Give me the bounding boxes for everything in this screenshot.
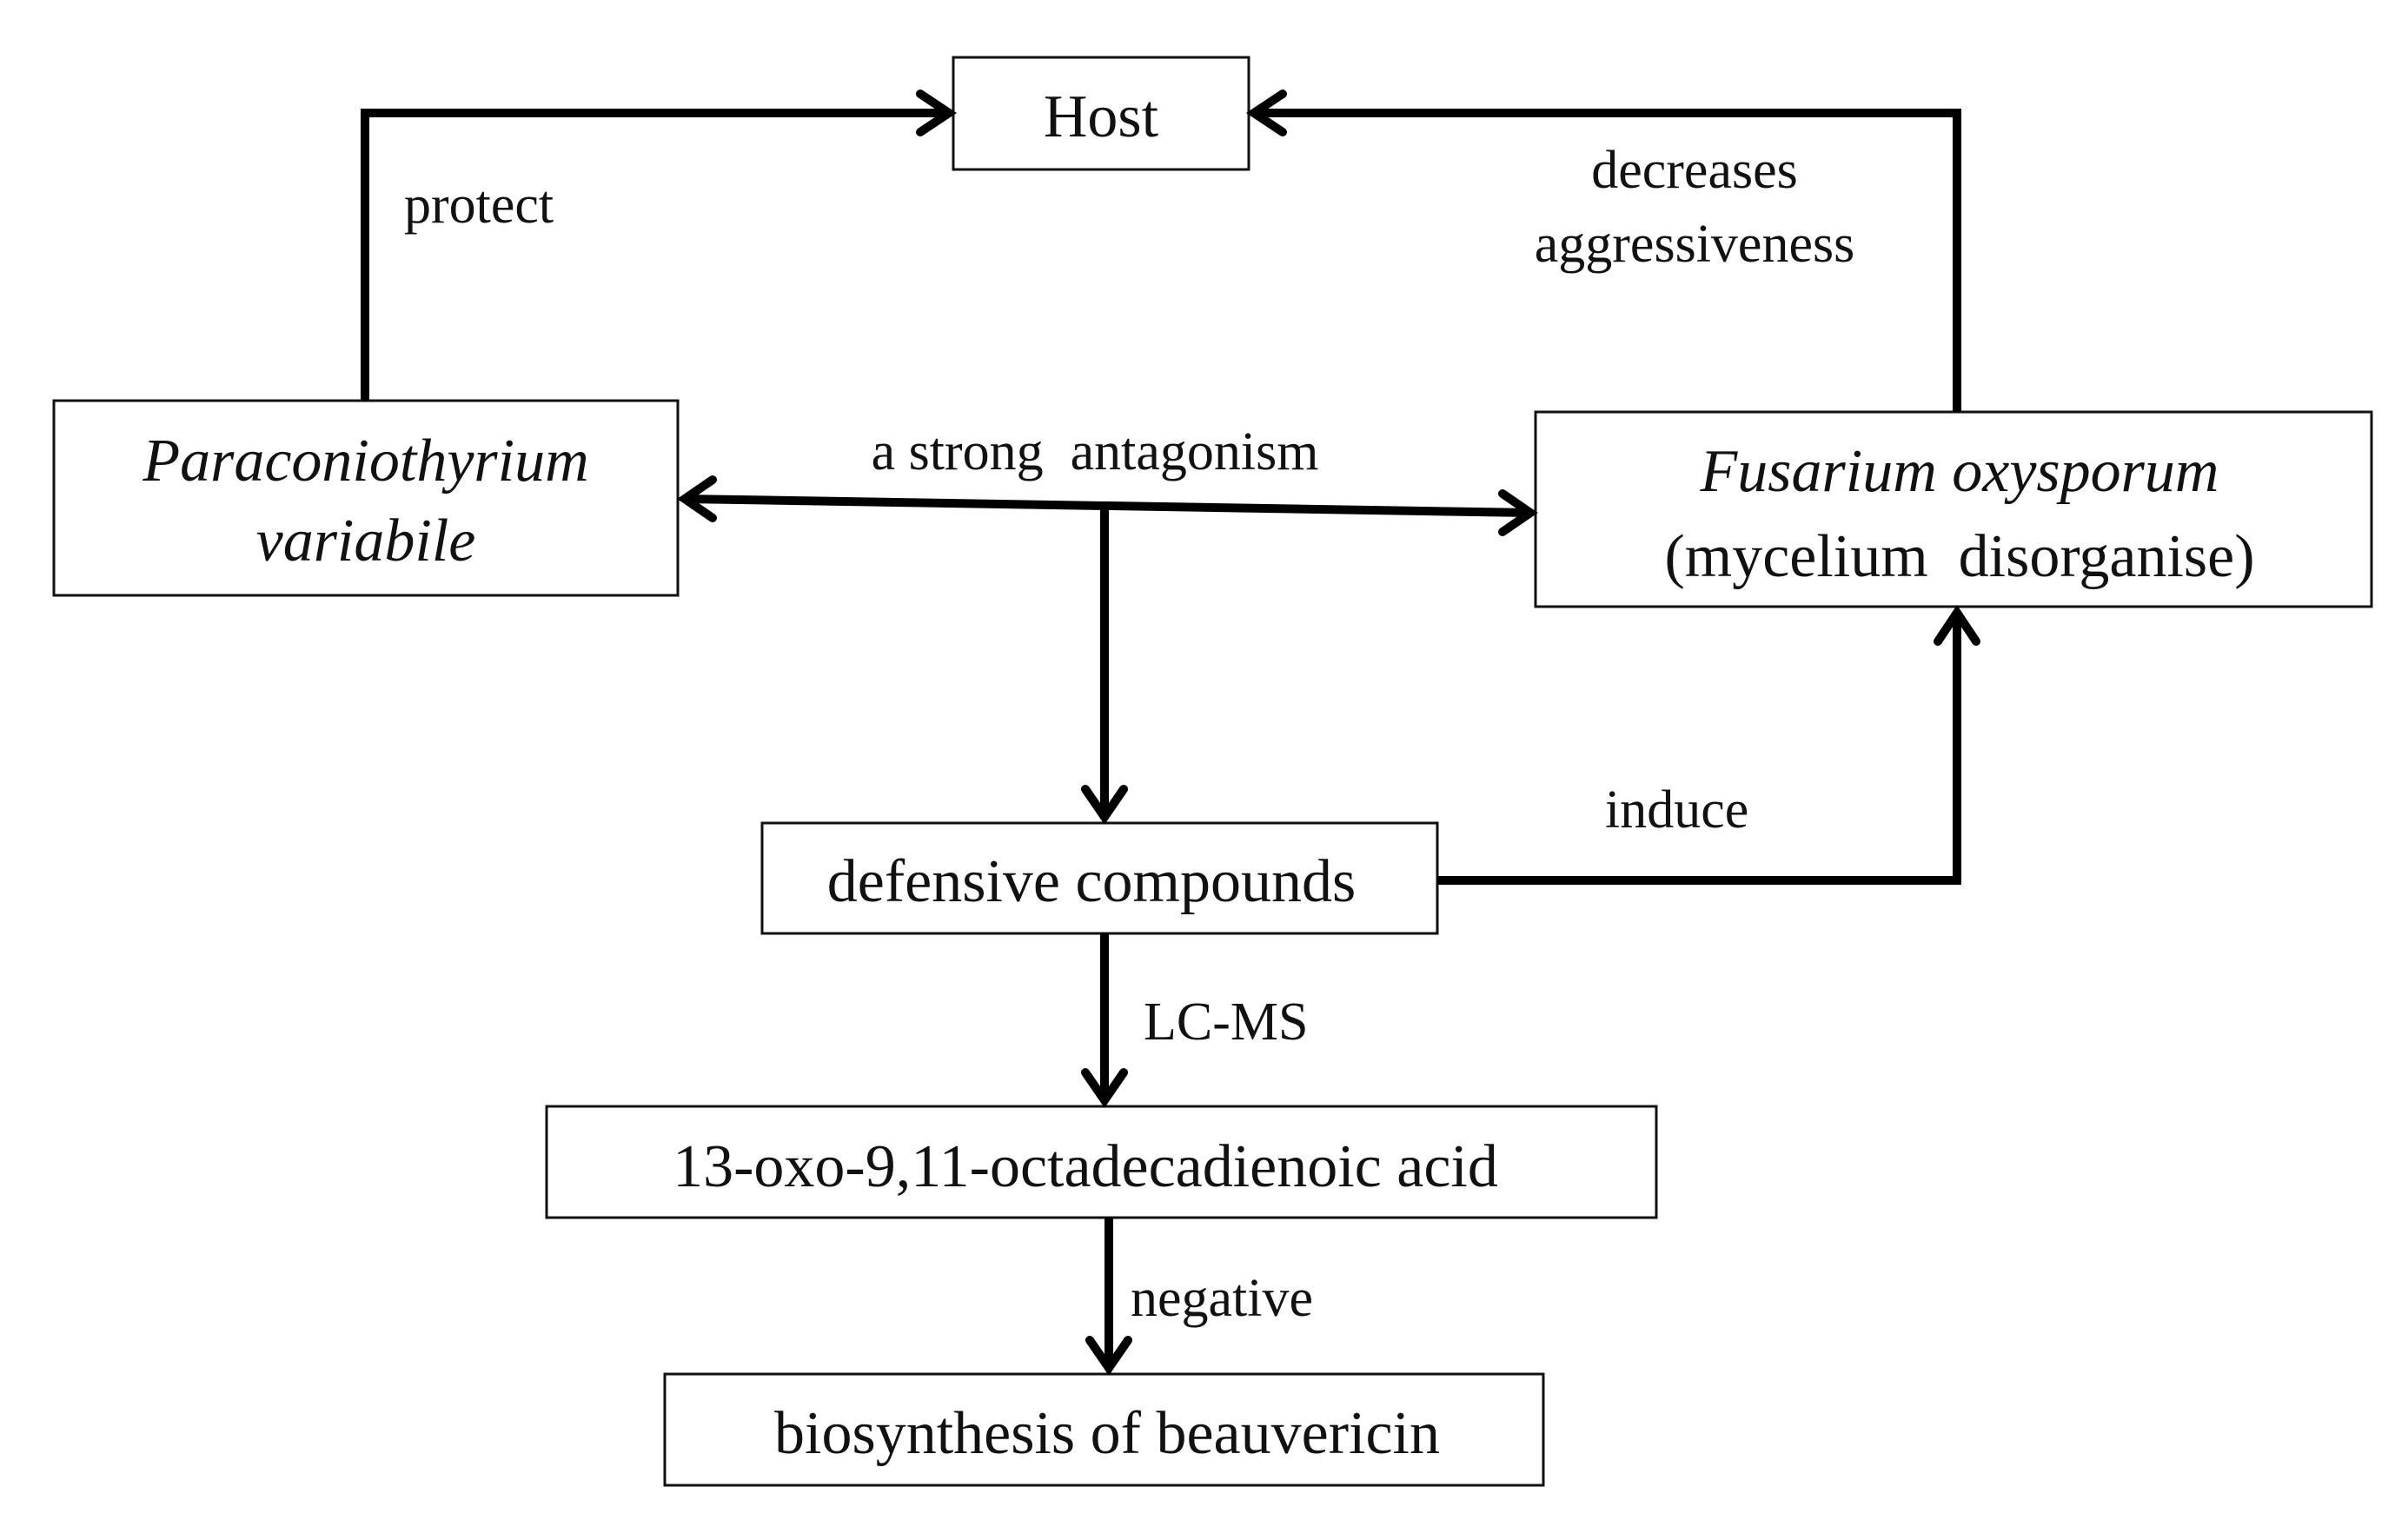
node-defensive-compounds-label: defensive compounds bbox=[827, 848, 1356, 915]
node-paraconiothyrium-line1: Paraconiothyrium bbox=[142, 428, 588, 495]
edge-induce-line bbox=[1437, 613, 1961, 885]
node-octadecadienoic-acid-box bbox=[545, 1105, 1658, 1219]
node-fusarium-line1: Fusarium oxysporum bbox=[1700, 438, 2219, 505]
node-defensive-compounds: defensive compounds bbox=[760, 821, 1439, 935]
edge-induce-label: induce bbox=[1605, 780, 1748, 840]
edge-lcms bbox=[1081, 933, 1128, 1108]
edge-decreases-line bbox=[1254, 109, 1961, 412]
node-beauvericin-label: biosynthesis of beauvericin bbox=[774, 1400, 1440, 1467]
edge-induce-arrowhead bbox=[1934, 604, 1980, 646]
edge-negative bbox=[1085, 1218, 1132, 1376]
node-octadecadienoic-acid: 13-oxo-9,11-octadecadienoic acid bbox=[545, 1105, 1658, 1219]
node-octadecadienoic-acid-label: 13-oxo-9,11-octadecadienoic acid bbox=[673, 1133, 1498, 1200]
edge-induce bbox=[1437, 604, 1980, 885]
edge-protect-arrowhead bbox=[916, 90, 958, 136]
node-host: Host bbox=[952, 56, 1250, 171]
edge-antagonism bbox=[677, 475, 1538, 536]
edge-antagonism-line bbox=[684, 495, 1531, 517]
edge-decreases-label-line2: aggressiveness bbox=[1535, 215, 1854, 274]
edge-negative-label: negative bbox=[1131, 1269, 1313, 1328]
edge-protect-line bbox=[361, 109, 947, 401]
node-fusarium-line2: (mycelium disorganise) bbox=[1664, 523, 2254, 590]
node-beauvericin-box bbox=[663, 1372, 1545, 1487]
edge-protect-label: protect bbox=[404, 176, 554, 235]
edge-negative-arrowhead bbox=[1085, 1336, 1132, 1376]
edge-decreases-arrowhead bbox=[1245, 90, 1287, 136]
node-host-label: Host bbox=[1044, 83, 1159, 150]
edge-decreases-label-line1: decreases bbox=[1591, 141, 1798, 200]
edge-decreases bbox=[1245, 90, 1961, 412]
node-paraconiothyrium-box bbox=[52, 399, 680, 597]
node-beauvericin: biosynthesis of beauvericin bbox=[663, 1372, 1545, 1487]
edge-lcms-arrowhead bbox=[1081, 1068, 1128, 1108]
edge-antagonism-left-arrowhead bbox=[677, 475, 717, 522]
edge-antagonism-right-arrowhead bbox=[1498, 489, 1538, 536]
node-fusarium: Fusarium oxysporum (mycelium disorganise… bbox=[1534, 410, 2373, 608]
edge-to-defensive bbox=[1081, 507, 1128, 825]
edge-to-defensive-arrowhead bbox=[1081, 785, 1128, 825]
node-paraconiothyrium: Paraconiothyrium variabile bbox=[52, 399, 680, 597]
edge-antagonism-label: a strong antagonism bbox=[872, 422, 1319, 481]
edge-lcms-label: LC-MS bbox=[1144, 993, 1308, 1052]
node-defensive-compounds-box bbox=[760, 821, 1439, 935]
edge-protect bbox=[361, 90, 958, 401]
node-host-box bbox=[952, 56, 1250, 171]
node-paraconiothyrium-line2: variabile bbox=[256, 508, 476, 574]
